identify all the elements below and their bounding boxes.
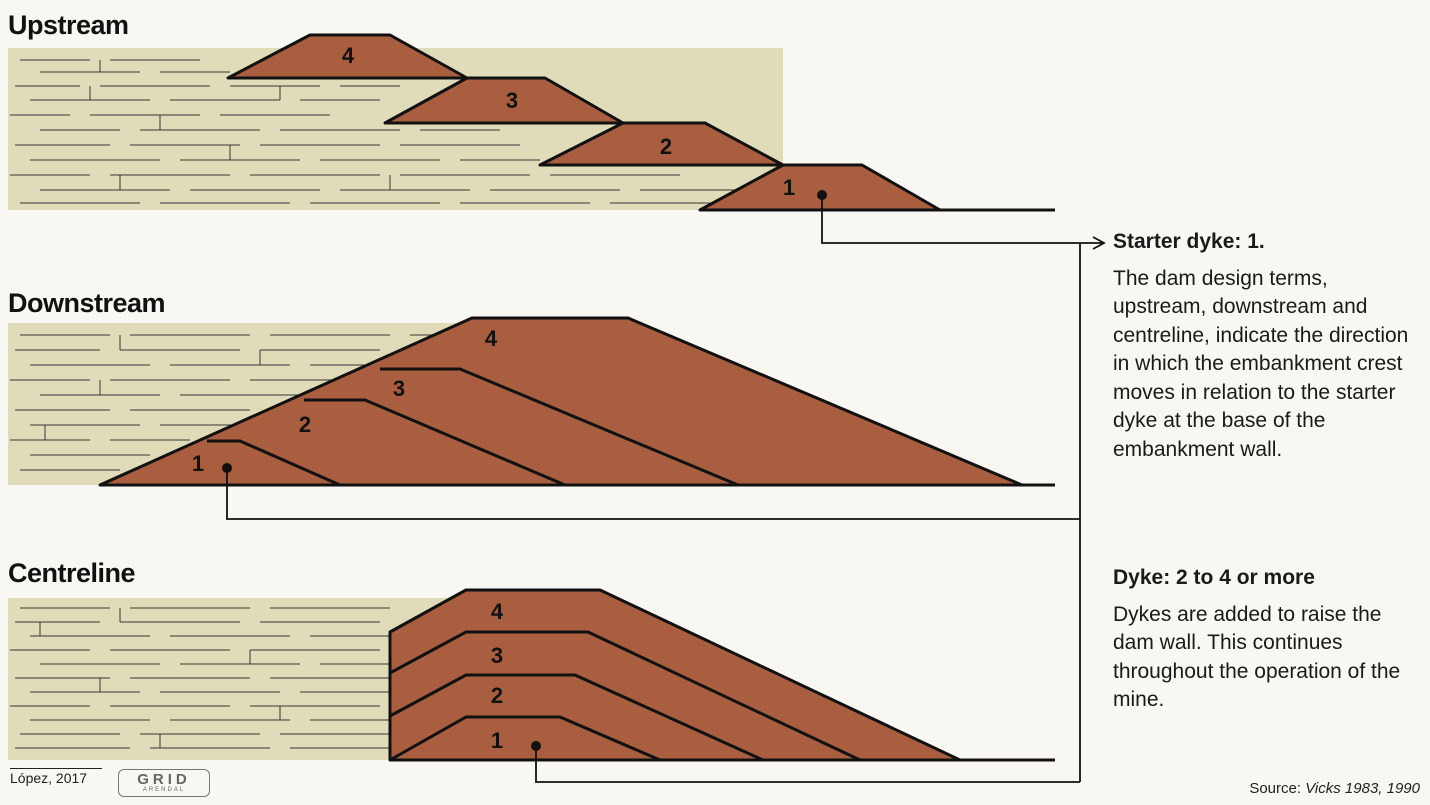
centreline-dyke-1-label: 1	[491, 728, 503, 753]
upstream-dyke-4-shape	[226, 33, 469, 80]
upstream-dyke-4-label: 4	[342, 43, 355, 68]
centreline-title: Centreline	[8, 558, 136, 588]
upstream-dyke-1-label: 1	[783, 175, 795, 200]
dyke-heading: Dyke: 2 to 4 or more	[1113, 566, 1315, 589]
source-references: Vicks 1983, 1990	[1305, 780, 1420, 797]
centreline-tailings-texture	[10, 607, 420, 749]
centreline-dyke-1-boundary	[389, 715, 661, 762]
source-note: Source: Vicks 1983, 1990	[1249, 780, 1420, 797]
upstream-tailings-texture	[10, 59, 740, 204]
downstream-embankment-shape	[98, 316, 1024, 487]
upstream-diagram: 1 2 3 4	[8, 33, 1055, 212]
dyke-info: Dyke: 2 to 4 or more Dykes are added to …	[1113, 564, 1423, 715]
centreline-dyke-4-label: 4	[491, 599, 504, 624]
centreline-connector-line	[535, 746, 1080, 783]
connector-arrowhead	[1092, 236, 1106, 250]
downstream-connector-line	[226, 468, 1080, 520]
starter-dyke-connectors	[222, 190, 1106, 783]
downstream-diagram: 1 2 3 4	[8, 316, 1055, 487]
upstream-dyke-3-label: 3	[506, 88, 518, 113]
downstream-dyke-1-label: 1	[192, 451, 204, 476]
upstream-dyke-1-shape	[698, 163, 942, 212]
starter-dyke-info: Starter dyke: 1. The dam design terms, u…	[1113, 228, 1423, 464]
downstream-title: Downstream	[8, 288, 166, 318]
downstream-dyke-4-label: 4	[485, 326, 498, 351]
upstream-dyke-2-shape	[538, 121, 785, 167]
upstream-connector-line	[821, 195, 1102, 244]
author-credit: López, 2017	[10, 770, 88, 786]
downstream-dyke-3-label: 3	[393, 376, 405, 401]
logo-subtext: ARENDAL	[142, 787, 186, 793]
starter-dyke-heading: Starter dyke: 1.	[1113, 230, 1265, 253]
upstream-dyke-2-label: 2	[660, 134, 672, 159]
centreline-dyke-2-boundary	[389, 673, 764, 762]
starter-dyke-description: The dam design terms, upstream, downstre…	[1113, 266, 1409, 461]
centreline-dyke-3-boundary	[389, 630, 861, 762]
downstream-dyke-3-boundary	[380, 367, 739, 487]
centreline-dyke-3-label: 3	[491, 643, 503, 668]
downstream-dyke-2-boundary	[304, 398, 566, 487]
upstream-title: Upstream	[8, 10, 129, 40]
upstream-dyke-3-shape	[383, 76, 625, 125]
source-prefix: Source:	[1249, 780, 1306, 797]
grid-arendal-logo: GRID ARENDAL	[118, 769, 210, 797]
centreline-dyke-2-label: 2	[491, 683, 503, 708]
logo-text: GRID	[137, 771, 191, 788]
centreline-diagram: 1 2 3 4	[8, 588, 1055, 762]
downstream-dyke-1-boundary	[207, 439, 341, 487]
credit-divider	[10, 768, 102, 769]
downstream-dyke-2-label: 2	[299, 412, 311, 437]
dyke-description: Dykes are added to raise the dam wall. T…	[1113, 602, 1401, 712]
downstream-tailings-texture	[10, 334, 460, 471]
